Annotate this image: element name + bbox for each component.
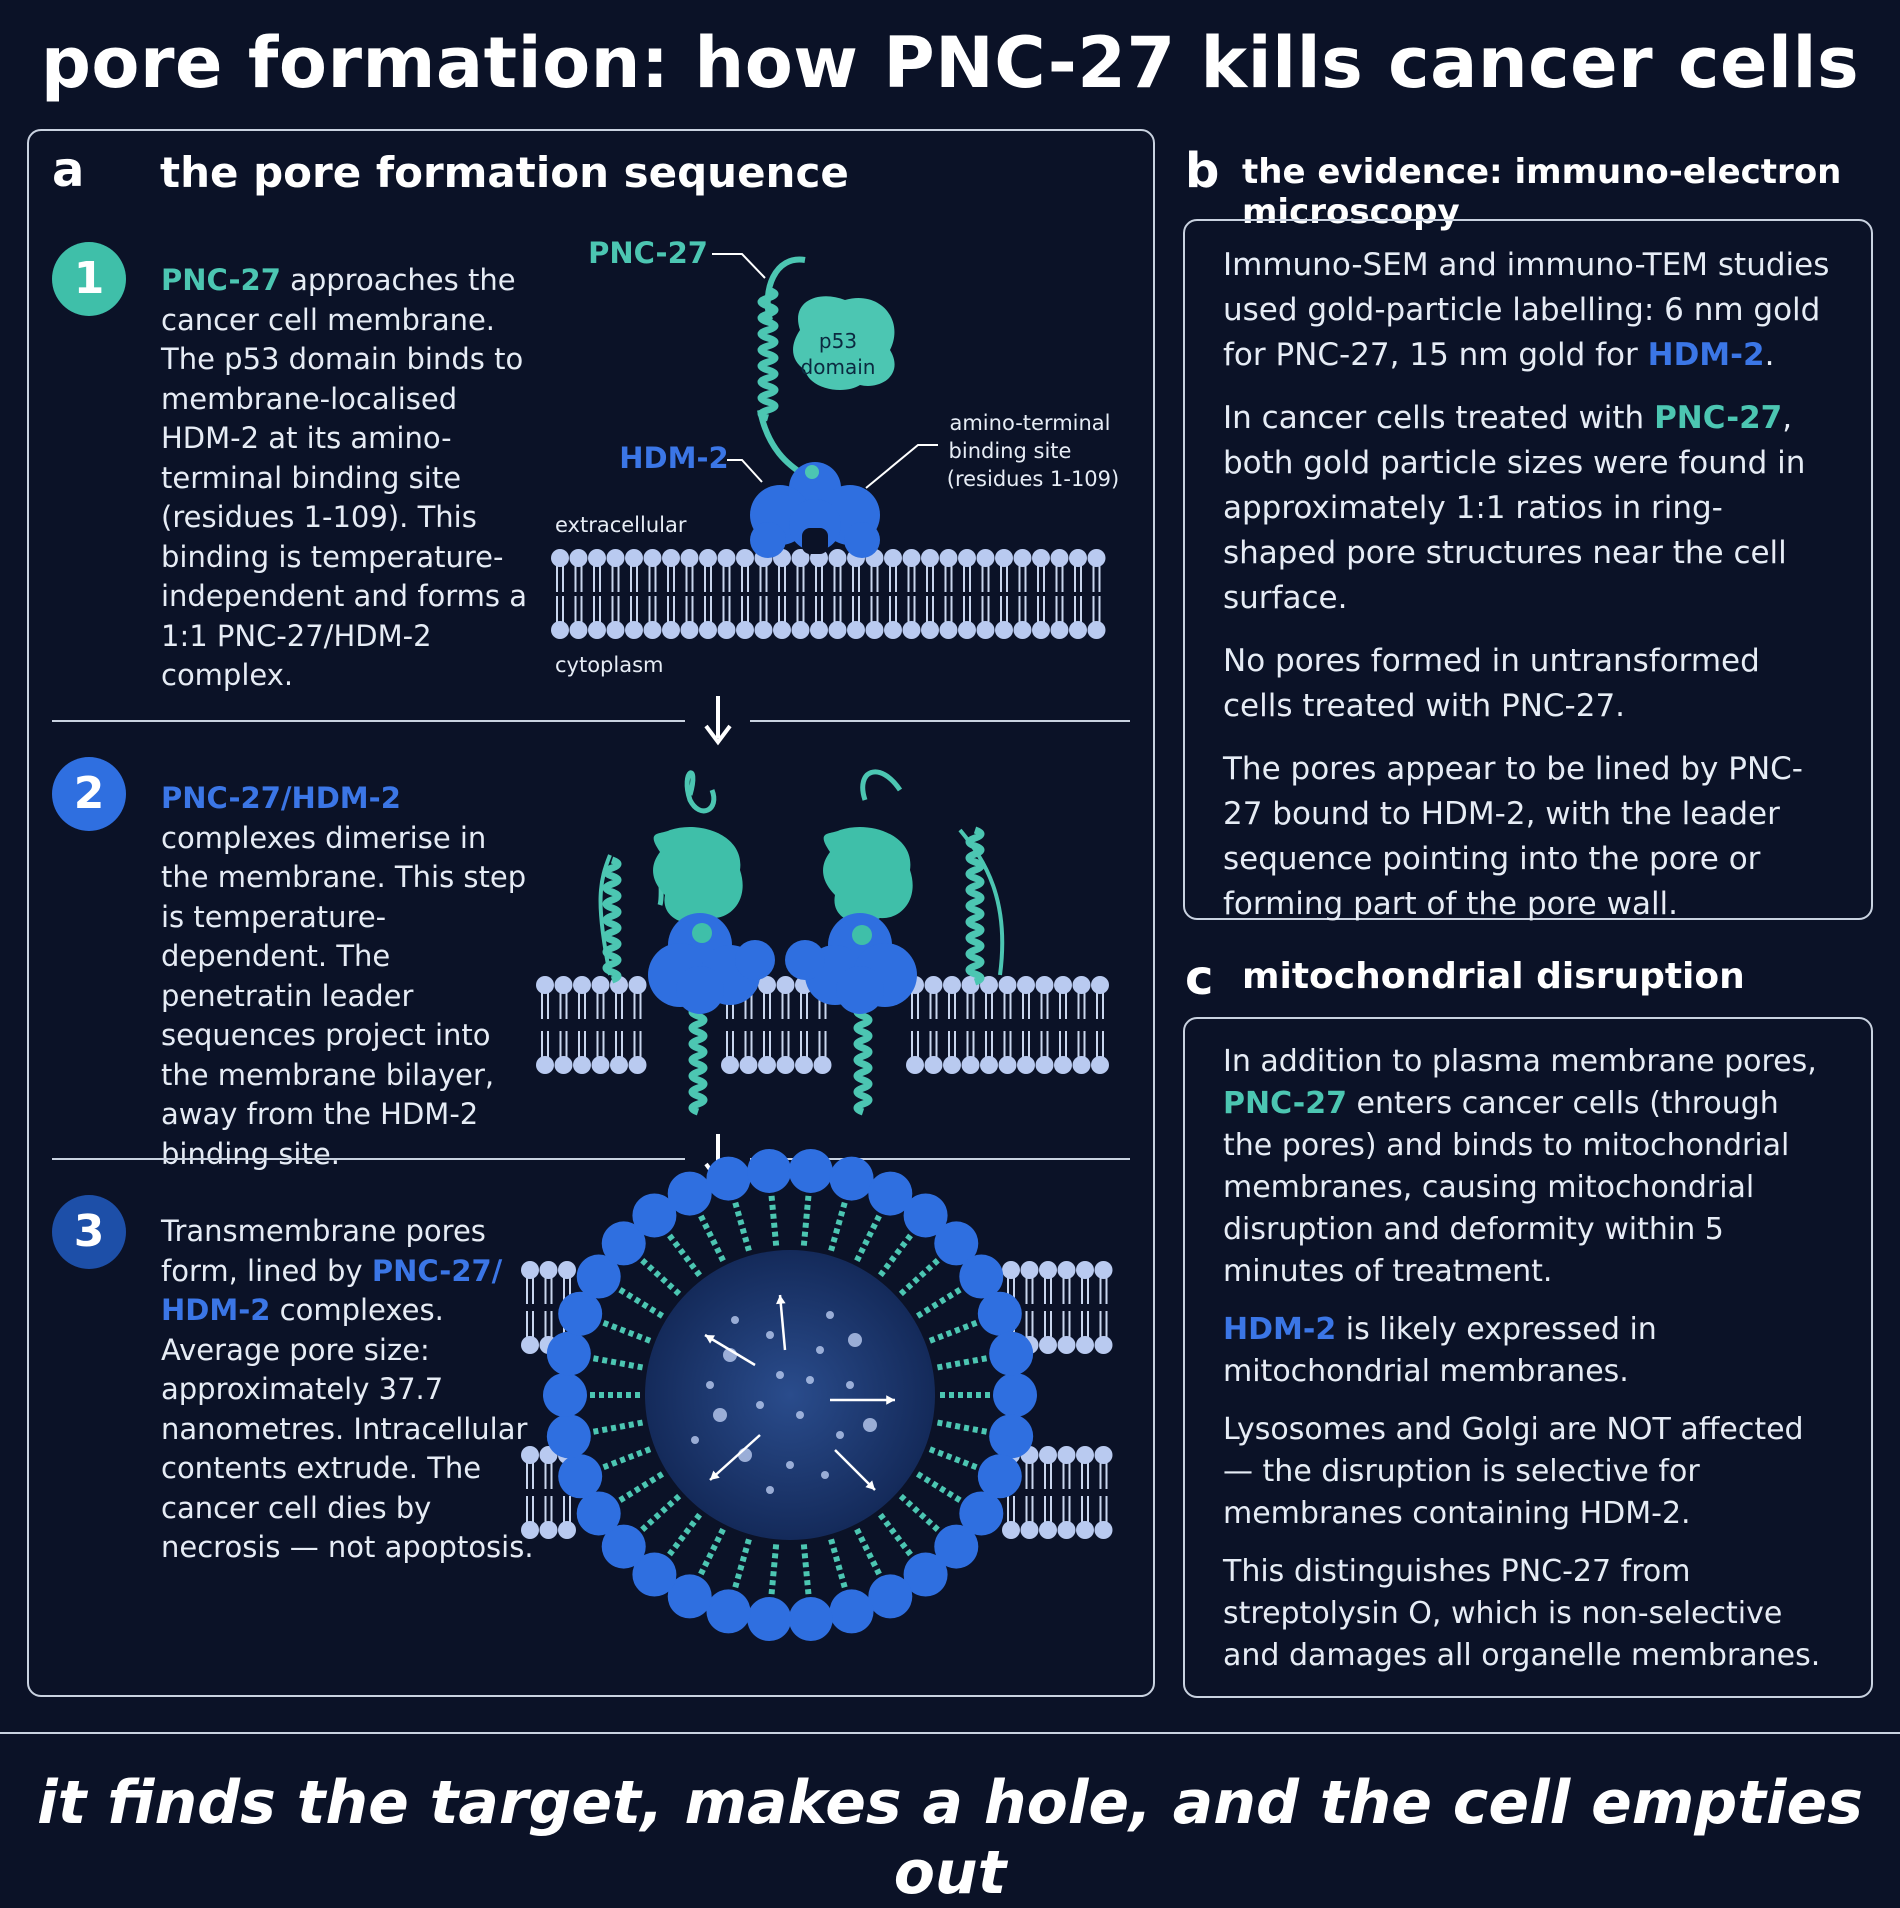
p53-domain-right: [823, 826, 913, 924]
panel-b-p1-highlight: HDM-2: [1647, 337, 1765, 373]
p53-domain-left: [653, 826, 743, 924]
panel-b-p4: The pores appear to be lined by PNC-27 b…: [1223, 751, 1803, 922]
p53-domain-shape: [793, 296, 895, 390]
hdm2-left: [648, 913, 775, 1014]
label-extracellular: extracellular: [555, 513, 687, 537]
membrane-bilayer-1: [551, 549, 1106, 639]
separator-1: [52, 696, 1130, 746]
step-3-post: complexes. Average pore size: approximat…: [161, 1293, 534, 1564]
panel-c-box: In addition to plasma membrane pores, PN…: [1183, 1017, 1873, 1698]
panel-b-box: Immuno-SEM and immuno-TEM studies used g…: [1183, 219, 1873, 922]
panel-b-p1: Immuno-SEM and immuno-TEM studies used g…: [1223, 243, 1835, 378]
step-3-highlight: PNC-27/ HDM-2: [161, 1253, 503, 1328]
panel-c-p2-highlight: HDM-2: [1223, 1312, 1337, 1347]
step-1-text: PNC-27 approaches the cancer cell membra…: [161, 261, 536, 696]
label-site-1: amino-terminal: [949, 411, 1110, 435]
page-title: pore formation: how PNC-27 kills cancer …: [40, 22, 1860, 104]
step-3-badge: 3: [52, 1195, 126, 1269]
panel-b-p2: In cancer cells treated with PNC-27, bot…: [1223, 396, 1835, 621]
step-2-diagram: [536, 769, 1109, 1116]
step-1-lead: PNC-27: [161, 263, 281, 297]
step-2-badge: 2: [52, 757, 126, 831]
label-site-3: (residues 1-109): [947, 467, 1119, 491]
panel-c-p1: In addition to plasma membrane pores, PN…: [1223, 1041, 1835, 1293]
leader-helix-right: [965, 826, 985, 986]
panel-a: [27, 129, 1155, 1697]
panel-c-p2: HDM-2 is likely expressed in mitochondri…: [1223, 1309, 1835, 1393]
leader-helix-right-down: [853, 996, 873, 1116]
pnc27-helix: [757, 286, 779, 422]
panel-b-p3: No pores formed in untransformed cells t…: [1223, 643, 1760, 724]
panel-a-title: the pore formation sequence: [160, 148, 849, 197]
step-1-diagram: p53 domain PNC-27 HDM-2 amino-terminal b…: [551, 236, 1119, 677]
panel-b-p1-text: Immuno-SEM and immuno-TEM studies used g…: [1223, 247, 1830, 373]
leader-helix-left-down: [688, 996, 708, 1116]
panel-b-p2-end: , both gold particle sizes were found in…: [1223, 400, 1806, 616]
hdm2-right: [785, 913, 917, 1014]
label-pnc27: PNC-27: [588, 236, 708, 270]
panel-b-letter: b: [1185, 143, 1220, 199]
leader-helix-left: [602, 856, 622, 984]
panel-b-p1-end: .: [1764, 337, 1775, 373]
panel-c-title: mitochondrial disruption: [1242, 956, 1745, 997]
label-hdm2: HDM-2: [619, 441, 728, 475]
footer-divider: [0, 1732, 1900, 1734]
step-1-body: approaches the cancer cell membrane. The…: [161, 263, 528, 692]
p53-label-2: domain: [801, 355, 876, 379]
footer-tagline: it finds the target, makes a hole, and t…: [37, 1768, 1863, 1908]
step-3-diagram: [521, 1148, 1113, 1642]
label-site-2: binding site: [949, 439, 1072, 463]
panel-c-p3: Lysosomes and Golgi are NOT affected — t…: [1223, 1412, 1804, 1531]
separator-2: [52, 1134, 1130, 1184]
panel-c-p4: This distinguishes PNC-27 from streptoly…: [1223, 1554, 1821, 1673]
step-1-badge: 1: [52, 242, 126, 316]
panel-c-p1-highlight: PNC-27: [1223, 1086, 1347, 1121]
panel-b-p2-highlight: PNC-27: [1654, 400, 1783, 436]
panel-c-p2-text: is likely expressed in mitochondrial mem…: [1223, 1312, 1657, 1389]
panel-b-p2-text: In cancer cells treated with: [1223, 400, 1655, 436]
step-2-lead: PNC-27/HDM-2: [161, 781, 401, 815]
panel-b-title: the evidence: immuno-electron microscopy: [1242, 152, 1842, 232]
panel-c-p1-text: In addition to plasma membrane pores,: [1223, 1044, 1817, 1079]
membrane-bilayer-3: [521, 1261, 1113, 1539]
panel-c-p1-end: enters cancer cells (through the pores) …: [1223, 1086, 1790, 1289]
step-2-text: PNC-27/HDM-2 complexes dimerise in the m…: [161, 779, 536, 1174]
pore-ring: [543, 1148, 1037, 1642]
panel-a-letter: a: [52, 142, 85, 198]
label-cytoplasm: cytoplasm: [555, 653, 664, 677]
step-2-body: complexes dimerise in the membrane. This…: [161, 820, 527, 1171]
panel-c-letter: c: [1185, 950, 1214, 1006]
step-3-text: Transmembrane pores form, lined by PNC-2…: [161, 1212, 536, 1568]
step-3-pre: Transmembrane pores form, lined by: [161, 1214, 486, 1288]
p53-label-1: p53: [819, 329, 857, 353]
